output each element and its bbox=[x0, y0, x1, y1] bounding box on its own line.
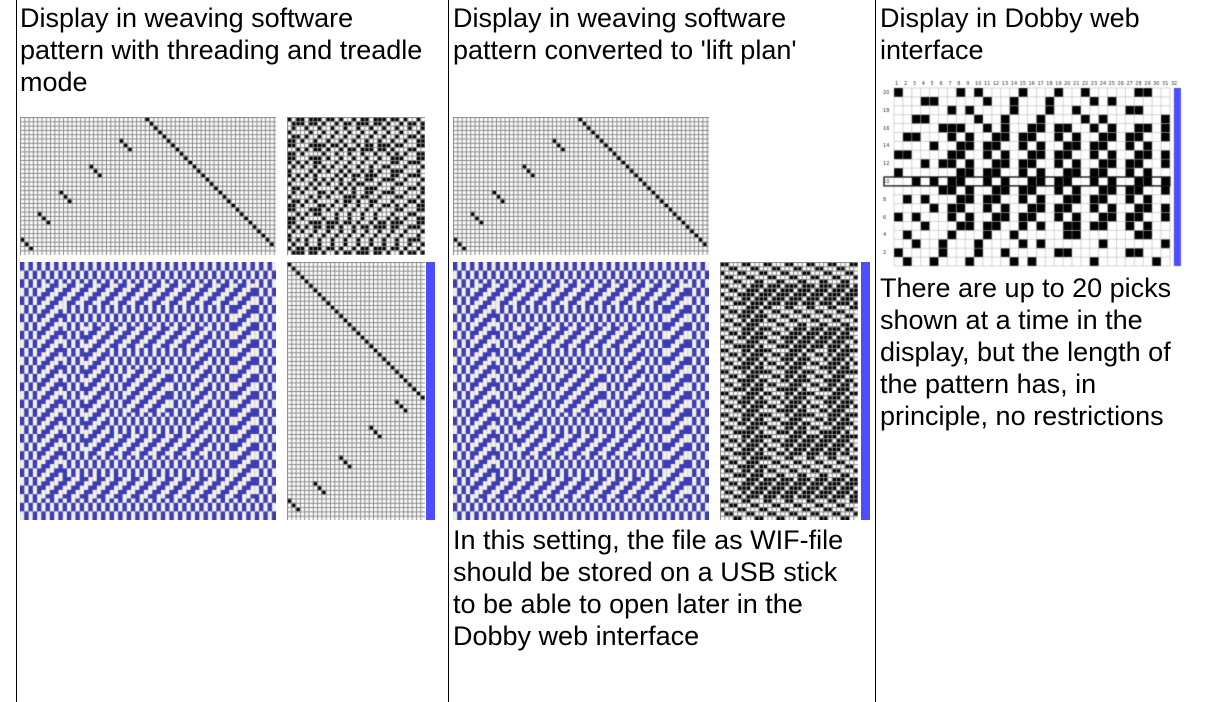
threading-draft-pane bbox=[20, 117, 276, 255]
column-3-note: There are up to 20 picks shown at a time… bbox=[880, 273, 1172, 431]
liftplan-scroll-indicator[interactable] bbox=[861, 262, 870, 520]
liftplan-threading-pane bbox=[453, 117, 709, 255]
drawdown-pane-1 bbox=[20, 262, 276, 520]
liftplan-grid bbox=[720, 262, 858, 520]
comparison-table: Display in weaving software pattern with… bbox=[16, 0, 1211, 702]
column-1-heading: Display in weaving software pattern with… bbox=[20, 3, 423, 97]
dobby-liftplan-grid[interactable] bbox=[882, 78, 1192, 270]
dobby-liftplan-panel bbox=[882, 78, 1192, 270]
liftplan-pane bbox=[720, 262, 858, 520]
threading-grid bbox=[20, 117, 276, 255]
woven-drawdown-2 bbox=[453, 262, 709, 520]
woven-drawdown-1 bbox=[20, 262, 276, 520]
column-threading-treadle: Display in weaving software pattern with… bbox=[20, 0, 446, 702]
table-border-left bbox=[16, 0, 17, 702]
column-dobby-web: Display in Dobby web interface There are… bbox=[880, 0, 1210, 702]
drawdown-pane-2 bbox=[453, 262, 709, 520]
column-lift-plan: Display in weaving software pattern conv… bbox=[453, 0, 873, 702]
treadling-scroll-indicator[interactable] bbox=[426, 262, 435, 520]
liftplan-threading-grid bbox=[453, 117, 709, 255]
column-3-heading: Display in Dobby web interface bbox=[880, 3, 1140, 65]
treadling-grid bbox=[287, 262, 425, 520]
tieup-grid bbox=[287, 117, 425, 255]
table-border-middle-2 bbox=[875, 0, 876, 702]
column-2-note: In this setting, the file as WIF-file sh… bbox=[453, 525, 844, 651]
treadling-pane bbox=[287, 262, 425, 520]
table-border-middle-1 bbox=[448, 0, 449, 702]
column-2-heading: Display in weaving software pattern conv… bbox=[453, 3, 797, 65]
tieup-pattern-pane bbox=[287, 117, 425, 255]
